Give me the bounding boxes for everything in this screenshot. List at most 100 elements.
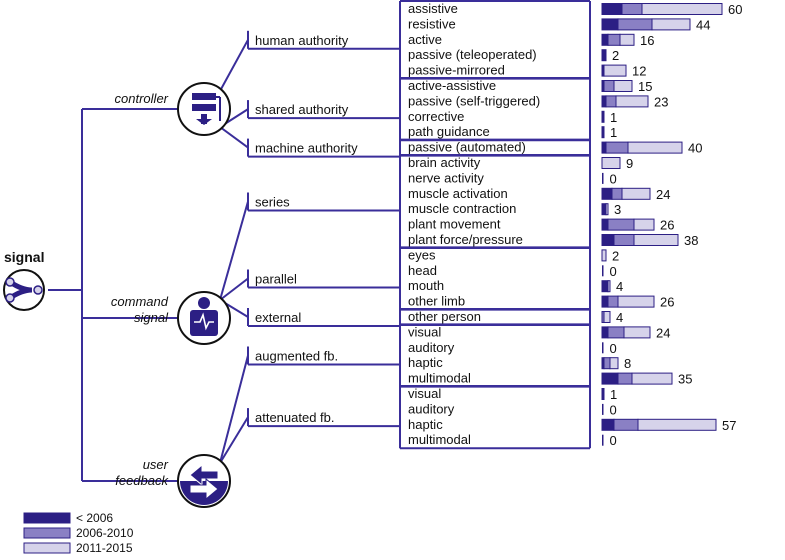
leaf-label: nerve activity [408, 170, 484, 185]
bar-segment [602, 172, 604, 184]
signal-root-icon [3, 269, 45, 311]
bar-segment [605, 141, 629, 154]
bar-value-label: 23 [654, 94, 668, 109]
bar-value-label: 26 [660, 295, 674, 310]
category-label: machine authority [255, 141, 358, 156]
leaf-label: passive (self-triggered) [408, 93, 540, 108]
bar-value-label: 44 [696, 17, 710, 32]
leaf-label: mouth [408, 278, 444, 293]
bar-segment [617, 372, 633, 385]
arrow-right [189, 477, 219, 501]
leaf-label: multimodal [408, 432, 471, 447]
leaf-label: head [408, 263, 437, 278]
bar-segment [627, 141, 683, 154]
bar-segment [623, 326, 651, 339]
flow-arrow [196, 119, 212, 125]
bar-segment [637, 418, 717, 431]
bar-segment [602, 265, 604, 277]
bar-segment [615, 95, 649, 108]
bar-value-label: 24 [656, 187, 670, 202]
bar-segment [601, 157, 621, 169]
root-label: signal [4, 249, 44, 265]
legend-swatch [23, 542, 71, 554]
bar-value-label: 1 [610, 387, 617, 402]
bar-segment [613, 80, 633, 92]
bar-segment [651, 18, 691, 31]
bar-segment [633, 218, 655, 231]
bar-value-label: 1 [610, 125, 617, 140]
bar-segment [603, 311, 611, 323]
arrow-left [189, 463, 219, 487]
bar-segment [601, 3, 623, 15]
icon-to-category [219, 39, 249, 92]
icon-to-category [219, 355, 249, 464]
group-label: feedback [115, 473, 169, 488]
root-node [5, 293, 15, 303]
flow-box [192, 104, 216, 111]
root-node [33, 285, 43, 295]
leaf-label: auditory [408, 401, 455, 416]
heartbeat-line [194, 312, 214, 331]
bar-segment [601, 203, 607, 216]
bar-segment [609, 357, 619, 370]
icon-to-category [219, 277, 249, 301]
leaf-label: auditory [408, 340, 455, 355]
bar-segment [641, 3, 723, 15]
bar-segment [601, 249, 607, 262]
leaf-label: haptic [408, 355, 443, 370]
bar-segment [601, 418, 615, 431]
bar-segment [617, 295, 655, 308]
bars [601, 3, 723, 446]
bar-segment [621, 187, 651, 200]
bar-segment [601, 295, 609, 308]
bar-value-label: 35 [678, 372, 692, 387]
bar-segment [605, 203, 609, 216]
feedback-arrows-icon [177, 454, 231, 508]
bar-segment [603, 64, 627, 77]
icon-to-category [219, 126, 249, 149]
bar-segment [607, 218, 635, 231]
leaf-label: visual [408, 386, 441, 401]
bar-segment [602, 434, 604, 446]
bar-value-label: 0 [610, 341, 617, 356]
bar-segment [601, 126, 605, 139]
group-label: controller [115, 91, 169, 106]
flowchart-icon [177, 82, 231, 136]
bar-segment [603, 357, 611, 370]
bar-value-label: 4 [616, 310, 623, 325]
bar-value-label: 38 [684, 233, 698, 248]
bar-value-label: 2 [612, 248, 619, 263]
bar-segment [601, 218, 609, 231]
bar-segment [601, 141, 607, 154]
bar-value-label: 1 [610, 110, 617, 125]
bar-segment [617, 18, 653, 31]
leaf-label: haptic [408, 417, 443, 432]
bar-value-label: 26 [660, 218, 674, 233]
bar-segment [613, 234, 635, 246]
connector-lines [48, 0, 591, 482]
bar-segment [611, 187, 623, 200]
bar-value-label: 0 [610, 402, 617, 417]
legend-label: 2006-2010 [76, 526, 134, 540]
bar-value-label: 0 [610, 264, 617, 279]
bar-segment [601, 388, 605, 400]
bar-segment [607, 280, 611, 293]
bar-segment [602, 342, 604, 354]
bar-segment [633, 234, 679, 246]
leaf-label: passive-mirrored [408, 63, 505, 78]
icon-to-category [219, 416, 249, 464]
category-label: attenuated fb. [255, 410, 335, 425]
legend-label: 2011-2015 [76, 541, 133, 555]
bar-segment [601, 18, 619, 31]
bar-segment [602, 403, 604, 415]
group-label: signal [134, 310, 169, 325]
leaf-label: active-assistive [408, 78, 496, 93]
bar-segment [601, 49, 607, 62]
bar-value-label: 3 [614, 202, 621, 217]
group-icons [3, 82, 231, 508]
flow-box [192, 93, 216, 100]
bar-segment [607, 33, 621, 46]
bar-segment [601, 33, 609, 46]
